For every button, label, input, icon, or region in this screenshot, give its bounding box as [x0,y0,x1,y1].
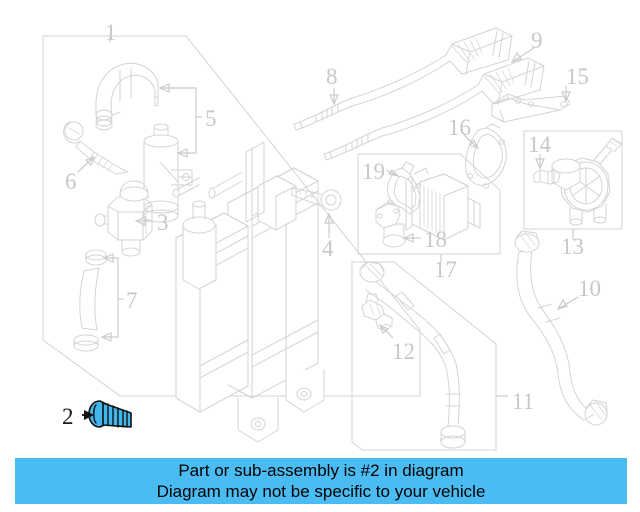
callout-label-5: 5 [205,106,217,131]
part-seal-14 [533,169,561,185]
callout-label-12: 12 [392,339,415,364]
info-banner: Part or sub-assembly is #2 in diagram Di… [15,458,627,504]
callout-8-leader [329,88,339,106]
part-leak-detection-pump [94,180,153,257]
part-charcoal-canister [172,141,325,443]
callout-label-4: 4 [322,236,334,261]
parts-diagram-image: 5 6 [42,20,623,451]
callout-label-10: 10 [578,276,601,301]
callout-12-leader [378,323,394,339]
callout-5-leader [158,83,202,158]
part-vapor-filter [143,123,193,223]
group-13-box [523,130,623,240]
callout-label-3: 3 [157,210,169,235]
part-bracket-15 [491,93,571,123]
callout-label-2: 2 [62,404,74,429]
callout-4-leader [324,212,334,238]
callout-label-1: 1 [105,20,117,45]
part-screw-6 [63,121,129,175]
callout-label-13: 13 [561,234,584,259]
part-hose-7 [73,249,107,352]
part-oxygen-sensor-8 [293,27,513,131]
callout-14-leader [535,154,545,170]
banner-line-1: Part or sub-assembly is #2 in diagram [178,461,464,480]
callout-label-9: 9 [531,28,543,53]
banner-line-2: Diagram may not be specific to your vehi… [156,482,486,501]
callout-label-7: 7 [126,288,138,313]
part-egr-elbow-18 [375,201,406,248]
callout-9-leader [510,47,535,64]
callout-label-15: 15 [566,64,589,89]
callout-18-leader [402,233,421,243]
callout-label-14: 14 [528,132,552,157]
callout-6-leader [77,155,96,173]
group-1-boundary [42,35,421,397]
part-temp-sensor-12 [361,293,393,331]
part-screw-4 [291,187,342,211]
part-egr-gasket-19 [387,161,421,215]
callout-19-leader [385,169,400,178]
callout-label-11: 11 [512,389,534,414]
callout-label-16: 16 [448,115,471,140]
callout-2-leader [82,410,94,420]
callout-10-leader [556,296,579,311]
callout-16-leader [463,134,480,150]
callout-7-leader [100,253,124,342]
part-coolant-hose-10 [514,230,608,426]
callout-2-arrowhead [84,410,94,420]
part-bolt-2-highlighted [88,400,132,428]
callout-label-6: 6 [65,169,77,194]
callout-label-8: 8 [326,64,338,89]
callout-3-leader [134,216,152,226]
part-water-pump [551,137,623,226]
part-gasket-16 [465,123,507,189]
callout-label-19: 19 [362,159,385,184]
part-egr-cooler [405,167,481,241]
group-11-box [351,261,508,451]
callout-15-leader [561,86,571,103]
callout-label-18: 18 [424,227,447,252]
group-17-box [357,153,501,262]
part-hose-assembly-11 [359,261,466,449]
callout-label-17: 17 [434,257,457,282]
part-vapor-hose [95,62,159,131]
part-oxygen-sensor-9 [323,57,545,161]
